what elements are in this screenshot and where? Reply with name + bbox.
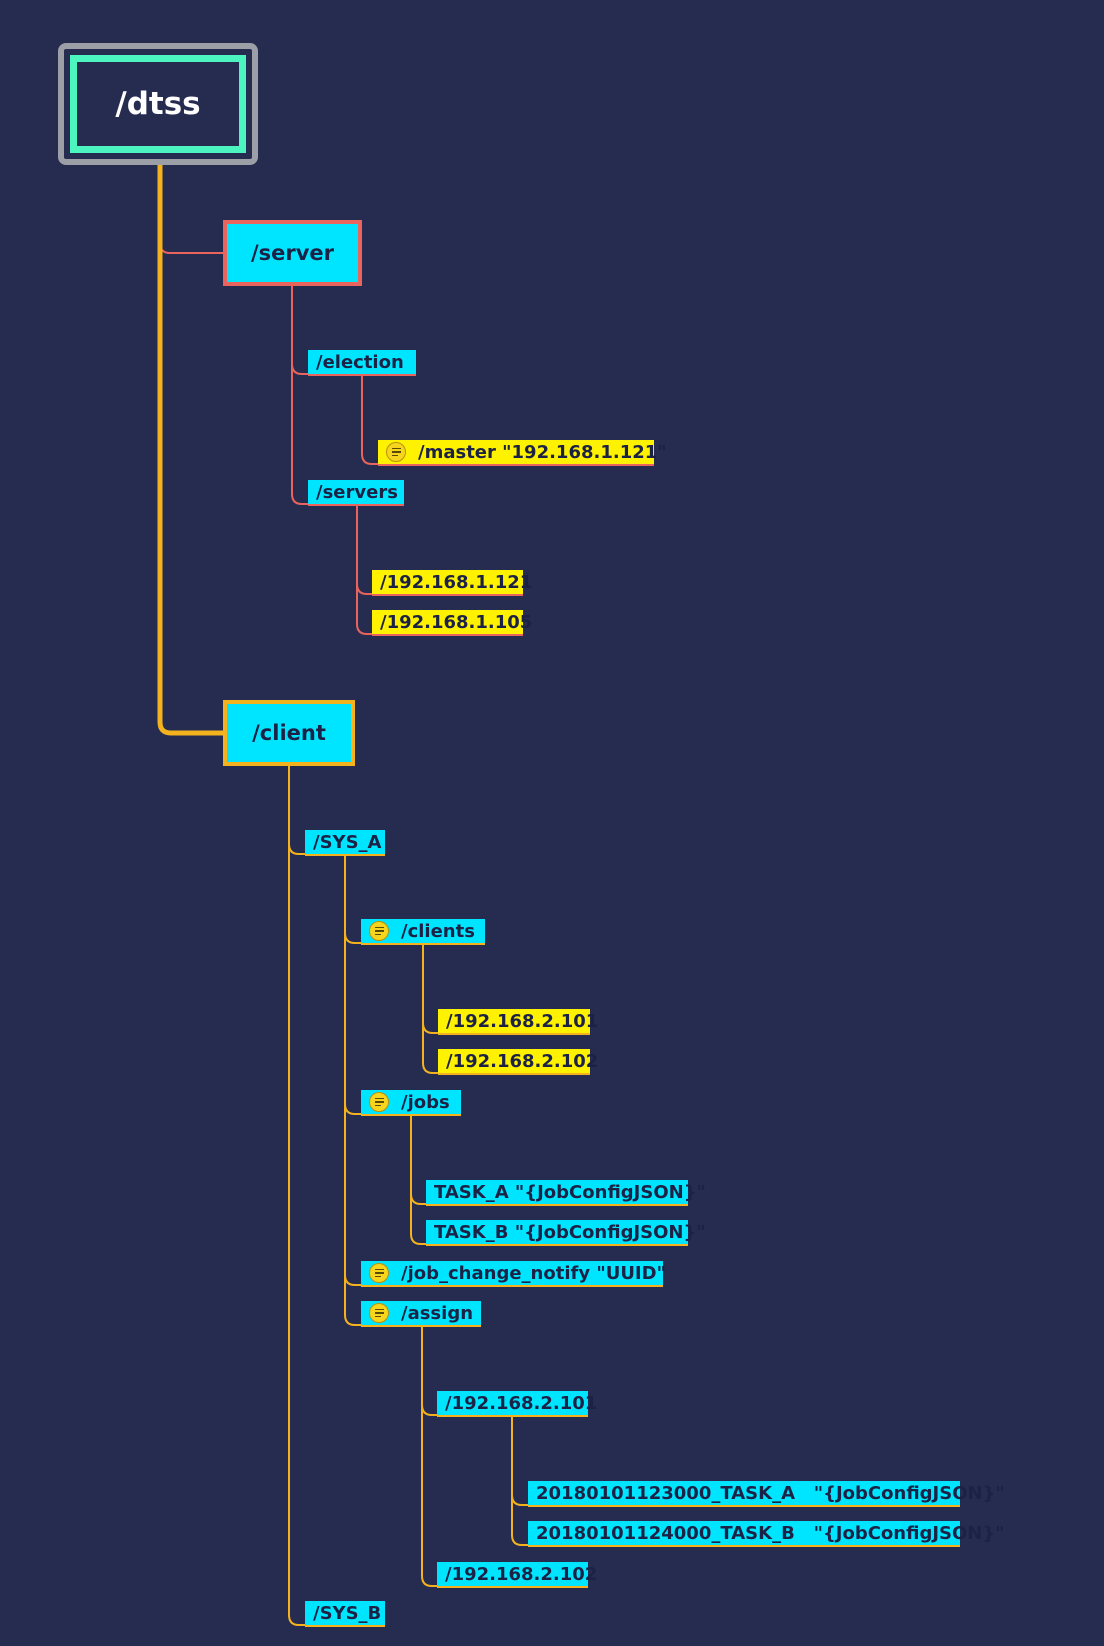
connector-server-servers <box>291 285 309 505</box>
connector-client-sysa <box>288 765 306 855</box>
note-icon <box>369 1263 389 1283</box>
job-task-label: TASK_A "{JobConfigJSON}" <box>434 1181 706 1203</box>
note-icon <box>369 1092 389 1112</box>
client-ip-node[interactable]: /192.168.2.102 <box>438 1049 598 1075</box>
election-label: /election <box>316 351 404 373</box>
assigned-task-label: 20180101123000_TASK_A "{JobConfigJSON}" <box>536 1482 1005 1504</box>
connector-jobs-taska <box>410 1113 427 1205</box>
election-node[interactable]: /election <box>308 350 416 376</box>
connector-clients-ip1 <box>422 942 439 1034</box>
client-ip-node[interactable]: /192.168.2.101 <box>438 1009 598 1035</box>
assign-host-node[interactable]: /192.168.2.102 <box>437 1562 597 1588</box>
servers-node[interactable]: /servers <box>308 480 404 506</box>
connector-root-client <box>157 157 226 736</box>
server-ip-label: /192.168.1.105 <box>380 611 533 633</box>
connector-assign-ip2 <box>421 1324 438 1587</box>
connector-sysa-jobs <box>344 853 362 1115</box>
connector-server-election <box>291 285 309 375</box>
note-icon <box>386 442 406 462</box>
job-task-label: TASK_B "{JobConfigJSON}" <box>434 1221 706 1243</box>
master-label: /master "192.168.1.121" <box>418 441 667 463</box>
sys-a-label: /SYS_A <box>313 831 382 853</box>
connector-sysa-assign <box>344 853 362 1326</box>
clients-node[interactable]: /clients <box>361 919 485 945</box>
assign-host-label: /192.168.2.102 <box>445 1563 598 1585</box>
job-change-notify-label: /job_change_notify "UUID" <box>401 1262 666 1284</box>
assign-label: /assign <box>401 1302 474 1324</box>
connector-ip1-task2 <box>511 1414 529 1546</box>
jobs-label: /jobs <box>401 1091 450 1113</box>
jobs-node[interactable]: /jobs <box>361 1090 461 1116</box>
client-node[interactable]: /client <box>223 700 355 766</box>
connector-election-master <box>361 373 379 465</box>
assigned-task-node[interactable]: 20180101124000_TASK_B "{JobConfigJSON}" <box>528 1521 1005 1547</box>
connector-servers-ip2 <box>356 503 373 635</box>
server-ip-label: /192.168.1.121 <box>380 571 533 593</box>
connector-servers-ip1 <box>356 503 373 595</box>
sys-b-node[interactable]: /SYS_B <box>305 1601 385 1627</box>
connector-ip1-task1 <box>511 1414 529 1506</box>
assign-host-node[interactable]: /192.168.2.101 <box>437 1391 597 1417</box>
job-change-notify-node[interactable]: /job_change_notify "UUID" <box>361 1261 666 1287</box>
connector-assign-ip1 <box>421 1324 438 1416</box>
job-task-node[interactable]: TASK_A "{JobConfigJSON}" <box>426 1180 706 1206</box>
master-node[interactable]: /master "192.168.1.121" <box>378 440 667 466</box>
job-task-node[interactable]: TASK_B "{JobConfigJSON}" <box>426 1220 706 1246</box>
clients-label: /clients <box>401 920 475 942</box>
assigned-task-label: 20180101124000_TASK_B "{JobConfigJSON}" <box>536 1522 1005 1544</box>
servers-label: /servers <box>316 481 398 503</box>
connector-root-server <box>159 159 224 254</box>
assign-host-label: /192.168.2.101 <box>445 1392 598 1414</box>
connector-jobs-taskb <box>410 1113 427 1245</box>
client-ip-label: /192.168.2.102 <box>446 1050 599 1072</box>
connector-sysa-clients <box>344 853 362 944</box>
connector-sysa-notify <box>344 853 362 1286</box>
root-node[interactable]: /dtss <box>58 43 258 165</box>
connector-client-sysb <box>288 765 306 1626</box>
connector-clients-ip2 <box>422 942 439 1074</box>
server-ip-node[interactable]: /192.168.1.121 <box>372 570 532 596</box>
assigned-task-node[interactable]: 20180101123000_TASK_A "{JobConfigJSON}" <box>528 1481 1005 1507</box>
note-icon <box>369 1303 389 1323</box>
root-node-label: /dtss <box>70 55 246 153</box>
client-ip-label: /192.168.2.101 <box>446 1010 599 1032</box>
sys-a-node[interactable]: /SYS_A <box>305 830 385 856</box>
server-node[interactable]: /server <box>223 220 362 286</box>
server-ip-node[interactable]: /192.168.1.105 <box>372 610 532 636</box>
sys-b-label: /SYS_B <box>313 1602 382 1624</box>
assign-node[interactable]: /assign <box>361 1301 481 1327</box>
note-icon <box>369 921 389 941</box>
